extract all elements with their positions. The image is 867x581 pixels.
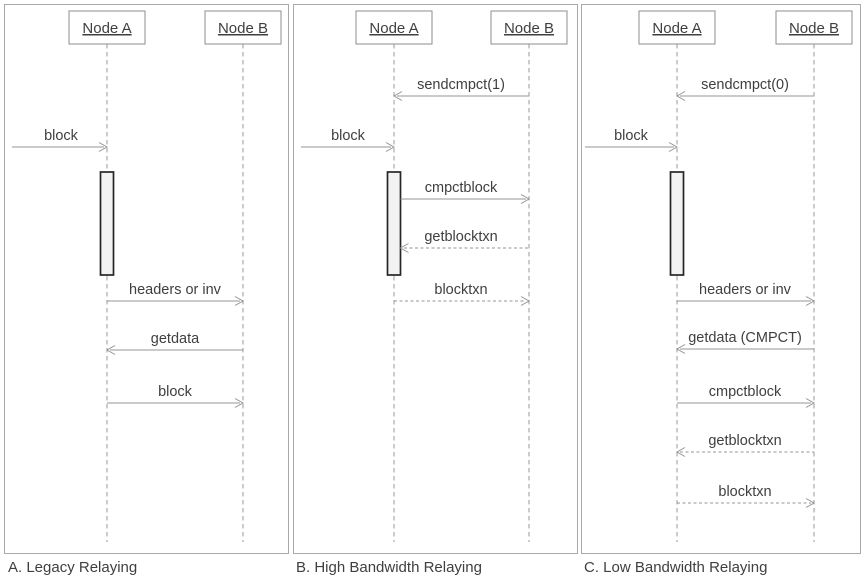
- node-b-label: Node B: [504, 20, 554, 37]
- node-a-box: [638, 10, 716, 45]
- message-cmpctblock: cmpctblock: [400, 180, 531, 204]
- arrowhead-right-icon: [520, 194, 531, 204]
- node-b-label: Node B: [218, 20, 268, 37]
- message-label: headers or inv: [699, 282, 792, 298]
- arrowhead-left-icon: [675, 447, 686, 457]
- node-b-box: [490, 10, 568, 45]
- message-label: block: [158, 384, 193, 400]
- panel-caption: B. High Bandwidth Relaying: [296, 559, 482, 576]
- message-label: sendcmpct(0): [701, 77, 789, 93]
- message-label: block: [331, 128, 366, 144]
- node-a-label: Node A: [82, 20, 131, 37]
- message-getblocktxn: getblocktxn: [399, 229, 529, 253]
- node-b-box: [775, 10, 853, 45]
- message-label: getdata: [151, 331, 200, 347]
- panel-caption: A. Legacy Relaying: [8, 559, 137, 576]
- message-label: cmpctblock: [425, 180, 498, 196]
- arrowhead-right-icon: [234, 398, 245, 408]
- message-label: cmpctblock: [709, 384, 782, 400]
- panel-legacy-relaying: Node A Node B block headers or inv getda…: [4, 4, 289, 576]
- arrowhead-right-icon: [520, 296, 531, 306]
- node-b-box: [204, 10, 282, 45]
- arrowhead-right-icon: [805, 498, 816, 508]
- arrowhead-right-icon: [805, 398, 816, 408]
- arrowhead-right-icon: [668, 142, 679, 152]
- arrowhead-left-icon: [105, 345, 116, 355]
- node-a-box: [355, 10, 433, 45]
- message-label: getblocktxn: [424, 229, 497, 245]
- panel-caption: C. Low Bandwidth Relaying: [584, 559, 767, 576]
- message-cmpctblock: cmpctblock: [677, 384, 816, 408]
- message-label: blocktxn: [434, 282, 487, 298]
- node-b-label: Node B: [789, 20, 839, 37]
- arrowhead-left-icon: [399, 243, 409, 253]
- message-label: getdata (CMPCT): [688, 330, 802, 346]
- message-blocktxn: blocktxn: [677, 484, 816, 508]
- message-getblocktxn: getblocktxn: [675, 433, 814, 457]
- message-getdata: getdata: [105, 331, 243, 355]
- arrowhead-right-icon: [234, 296, 245, 306]
- arrowhead-left-icon: [675, 344, 686, 354]
- message-sendcmpct-1: sendcmpct(1): [392, 77, 529, 101]
- message-getdata-cmpct: getdata (CMPCT): [675, 330, 814, 354]
- activation-bar: [99, 171, 115, 276]
- panel-high-bandwidth-relaying: Node A Node B sendcmpct(1) block cmpctbl…: [293, 4, 578, 576]
- node-a-label: Node A: [369, 20, 418, 37]
- panel-low-bandwidth-relaying: Node A Node B sendcmpct(0) block headers…: [581, 4, 861, 576]
- panel-frame: [4, 4, 289, 554]
- arrowhead-right-icon: [98, 142, 109, 152]
- message-block-incoming: block: [301, 128, 396, 152]
- arrowhead-left-icon: [675, 91, 686, 101]
- arrowhead-right-icon: [385, 142, 396, 152]
- message-block-incoming: block: [12, 128, 109, 152]
- arrowhead-left-icon: [392, 91, 403, 101]
- message-label: block: [614, 128, 649, 144]
- message-blocktxn: blocktxn: [394, 282, 531, 306]
- message-label: getblocktxn: [708, 433, 781, 449]
- arrowhead-right-icon: [805, 296, 816, 306]
- message-block-relay: block: [107, 384, 245, 408]
- message-block-incoming: block: [585, 128, 679, 152]
- message-headers-or-inv: headers or inv: [677, 282, 816, 306]
- node-a-label: Node A: [652, 20, 701, 37]
- message-label: blocktxn: [718, 484, 771, 500]
- activation-bar: [386, 171, 402, 276]
- activation-bar: [669, 171, 685, 276]
- message-sendcmpct-0: sendcmpct(0): [675, 77, 814, 101]
- node-a-box: [68, 10, 146, 45]
- message-label: headers or inv: [129, 282, 222, 298]
- message-headers-or-inv: headers or inv: [107, 282, 245, 306]
- message-label: sendcmpct(1): [417, 77, 505, 93]
- message-label: block: [44, 128, 79, 144]
